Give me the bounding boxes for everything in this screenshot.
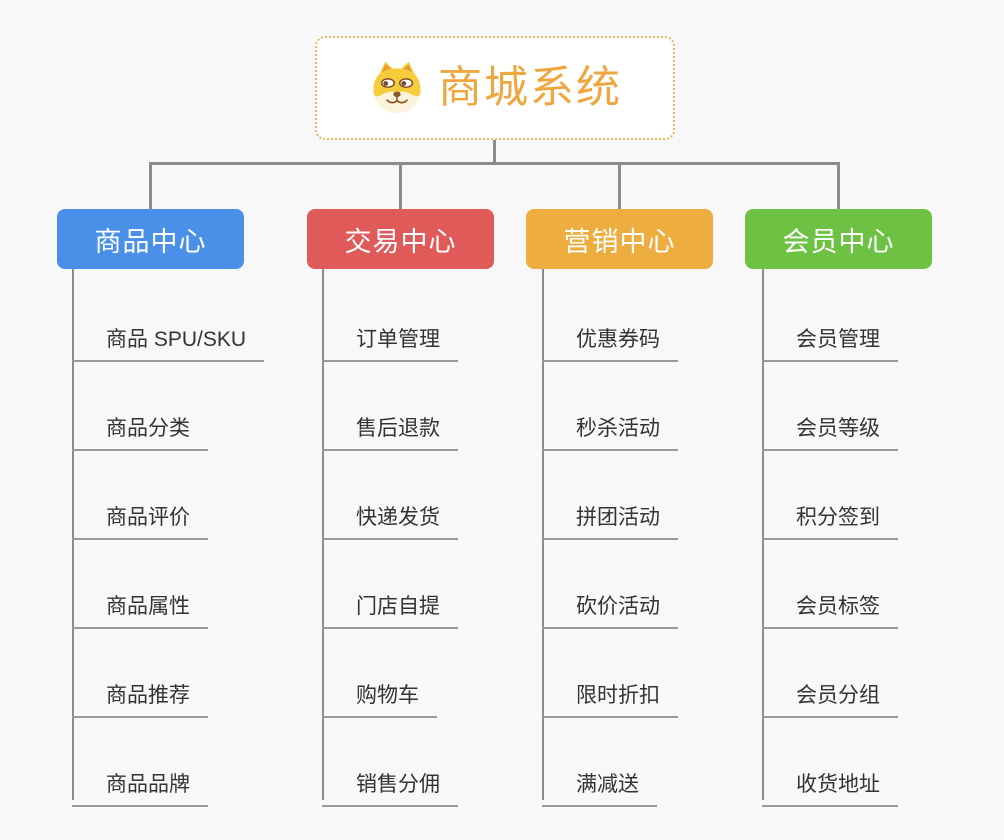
- leaf-label: 收货地址: [796, 773, 880, 796]
- leaf-node[interactable]: 优惠券码: [542, 313, 678, 362]
- leaf-label: 售后退款: [356, 417, 440, 440]
- leaf-node[interactable]: 会员等级: [762, 402, 898, 451]
- leaf-label: 秒杀活动: [576, 417, 660, 440]
- leaf-node[interactable]: 收货地址: [762, 758, 898, 807]
- leaf-label: 门店自提: [356, 595, 440, 618]
- connector-root-stub: [493, 140, 496, 164]
- leaf-node[interactable]: 积分签到: [762, 491, 898, 540]
- leaf-node[interactable]: 售后退款: [322, 402, 458, 451]
- leaf-label: 满减送: [576, 773, 639, 796]
- leaf-label: 限时折扣: [576, 684, 660, 707]
- connector-trunk-marketing: [542, 269, 544, 800]
- leaf-node[interactable]: 商品推荐: [72, 669, 208, 718]
- leaf-label: 商品推荐: [106, 684, 190, 707]
- leaf-node[interactable]: 商品品牌: [72, 758, 208, 807]
- leaf-label: 商品属性: [106, 595, 190, 618]
- leaf-node[interactable]: 会员标签: [762, 580, 898, 629]
- leaf-label: 商品分类: [106, 417, 190, 440]
- leaf-node[interactable]: 会员分组: [762, 669, 898, 718]
- leaf-node[interactable]: 会员管理: [762, 313, 898, 362]
- leaf-node[interactable]: 快递发货: [322, 491, 458, 540]
- leaf-label: 会员分组: [796, 684, 880, 707]
- root-node[interactable]: 商城系统: [315, 36, 675, 140]
- root-node-label: 商城系统: [438, 63, 622, 112]
- connector-drop-trade: [399, 162, 402, 209]
- leaf-node[interactable]: 秒杀活动: [542, 402, 678, 451]
- connector-trunk-product: [72, 269, 74, 800]
- branch-node-trade[interactable]: 交易中心: [307, 209, 494, 269]
- leaf-label: 会员等级: [796, 417, 880, 440]
- branch-node-member[interactable]: 会员中心: [745, 209, 932, 269]
- shiba-dog-icon: [373, 61, 421, 113]
- leaf-node[interactable]: 购物车: [322, 669, 437, 718]
- connector-drop-member: [837, 162, 840, 209]
- leaf-node[interactable]: 门店自提: [322, 580, 458, 629]
- leaf-node[interactable]: 商品分类: [72, 402, 208, 451]
- leaf-label: 会员标签: [796, 595, 880, 618]
- branch-node-marketing[interactable]: 营销中心: [526, 209, 713, 269]
- connector-trunk-trade: [322, 269, 324, 800]
- leaf-node[interactable]: 销售分佣: [322, 758, 458, 807]
- branch-node-label: 交易中心: [344, 226, 457, 257]
- connector-drop-marketing: [618, 162, 621, 209]
- leaf-node[interactable]: 满减送: [542, 758, 657, 807]
- leaf-node[interactable]: 商品 SPU/SKU: [72, 313, 265, 362]
- leaf-node[interactable]: 商品评价: [72, 491, 208, 540]
- leaf-label: 拼团活动: [576, 506, 660, 529]
- leaf-label: 订单管理: [356, 328, 440, 351]
- leaf-label: 商品品牌: [106, 773, 190, 796]
- leaf-label: 砍价活动: [576, 595, 660, 618]
- leaf-label: 商品 SPU/SKU: [106, 328, 247, 351]
- leaf-node[interactable]: 商品属性: [72, 580, 208, 629]
- leaf-node[interactable]: 砍价活动: [542, 580, 678, 629]
- connector-bus: [149, 162, 839, 165]
- leaf-node[interactable]: 限时折扣: [542, 669, 678, 718]
- connector-trunk-member: [762, 269, 764, 800]
- branch-node-label: 会员中心: [782, 226, 895, 257]
- branch-node-label: 营销中心: [563, 226, 676, 257]
- leaf-label: 购物车: [356, 684, 419, 707]
- branch-node-label: 商品中心: [94, 226, 207, 257]
- leaf-node[interactable]: 拼团活动: [542, 491, 678, 540]
- leaf-node[interactable]: 订单管理: [322, 313, 458, 362]
- branch-node-product[interactable]: 商品中心: [57, 209, 244, 269]
- leaf-label: 会员管理: [796, 328, 880, 351]
- connector-drop-product: [149, 162, 152, 209]
- leaf-label: 积分签到: [796, 506, 880, 529]
- leaf-label: 快递发货: [356, 506, 440, 529]
- leaf-label: 销售分佣: [356, 773, 440, 796]
- leaf-label: 商品评价: [106, 506, 190, 529]
- leaf-label: 优惠券码: [576, 328, 660, 351]
